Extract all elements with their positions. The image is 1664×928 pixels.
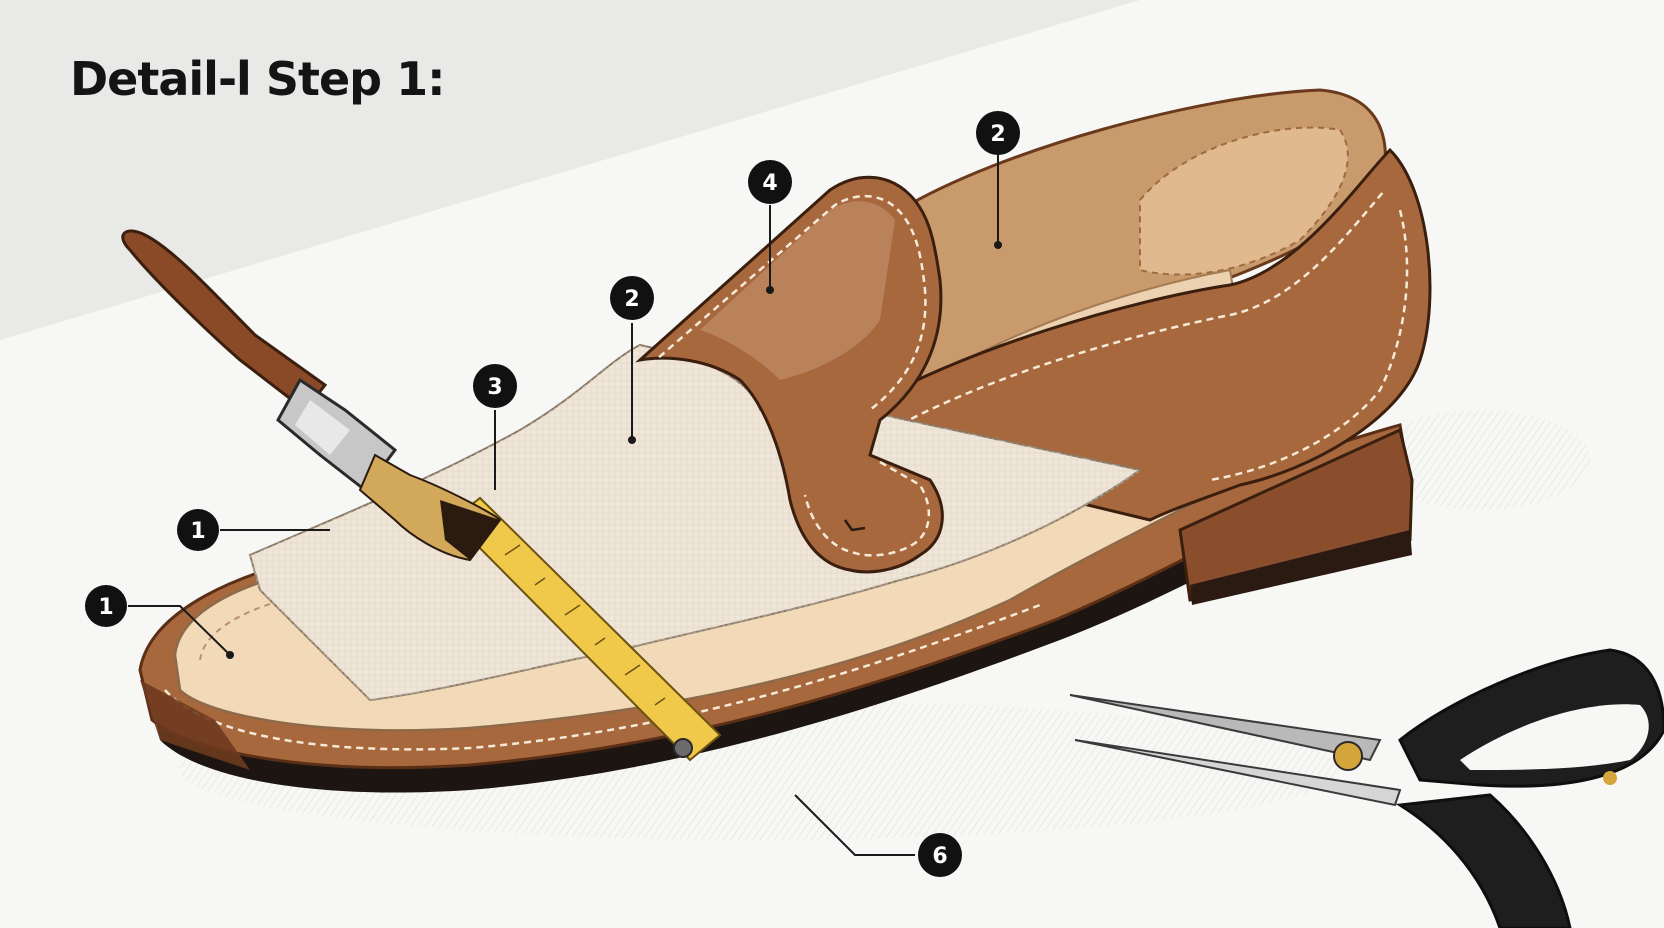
callout-label: 2 [624,287,639,312]
vamp-mark [843,519,866,532]
callout-badge-3: 3 [473,364,517,408]
scissors-icon [1069,648,1664,928]
callout-anchors [226,241,1002,659]
callout-badge-1a: 1 [177,509,219,551]
callout-badge-1b: 1 [85,585,127,627]
heel-tip [140,680,250,770]
callout-label: 6 [932,844,947,869]
quarter [858,147,1432,522]
quarter-stitching [889,189,1386,432]
paint-brush-icon [121,229,502,562]
vamp-stitching [649,194,931,557]
welt-stitching [164,603,1041,751]
heel-shadow [1370,410,1590,510]
callout-label: 2 [990,122,1005,147]
heel-base [1190,530,1412,605]
callout-badge-2a: 2 [610,276,654,320]
callout-label: 1 [98,595,113,620]
canvas-weave [250,345,1140,700]
callout-badge-4: 4 [748,160,792,204]
callout-badge-6: 6 [918,833,962,877]
canvas-pinked-edge [249,469,1141,702]
quarter-stitching-back [1209,209,1409,482]
background-band [0,0,1140,340]
callout-label: 1 [190,519,205,544]
vamp-highlight [700,201,895,380]
callout-label: 4 [762,171,777,196]
callout-label: 3 [487,375,502,400]
callout-badge-2b: 2 [976,111,1020,155]
lining-inner [1139,126,1349,276]
callout-leaders [128,155,999,856]
diagram-title: Detail-l Step 1: [70,52,445,106]
